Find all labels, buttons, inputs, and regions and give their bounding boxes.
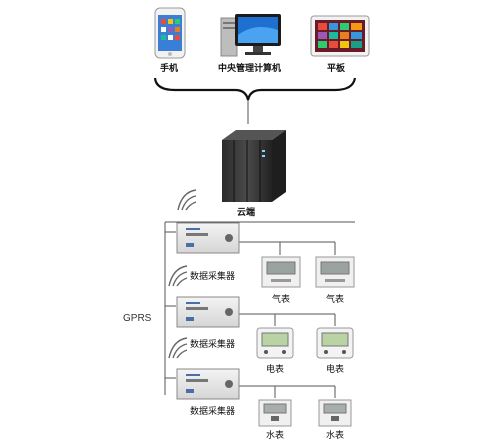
collector-label: 数据采集器 (190, 340, 236, 350)
collector-label: 数据采集器 (190, 407, 236, 417)
tablet-label: 平板 (327, 64, 346, 74)
data-collector-device (176, 296, 240, 328)
gas-meter-device (261, 256, 301, 288)
smartphone-icon (154, 7, 186, 59)
data-collector-device (176, 222, 240, 254)
tablet-icon (310, 15, 370, 57)
central-computer-label: 中央管理计算机 (218, 64, 282, 74)
electric-meter-label: 电表 (326, 365, 345, 375)
server-rack-icon (222, 130, 286, 202)
gprs-label: GPRS (123, 313, 152, 324)
wireless-signal-icon (177, 189, 197, 211)
gas-meter-label: 气表 (326, 295, 345, 305)
desktop-computer-icon (220, 14, 281, 57)
electric-meter-label: 电表 (266, 365, 285, 375)
electric-meter-device (316, 327, 354, 359)
gas-meter-label: 气表 (272, 295, 291, 305)
gas-meter-device (315, 256, 355, 288)
collector-label: 数据采集器 (190, 272, 236, 282)
wireless-signal-icon (168, 337, 188, 359)
electric-meter-device (256, 327, 294, 359)
cloud-label: 云端 (237, 208, 256, 218)
grouping-brace (153, 77, 357, 101)
water-meter-device (258, 399, 292, 427)
data-collector-device (176, 368, 240, 400)
network-lines (164, 221, 355, 398)
water-meter-label: 水表 (326, 431, 345, 441)
phone-label: 手机 (160, 64, 179, 74)
wireless-signal-icon (168, 265, 188, 287)
water-meter-label: 水表 (266, 431, 285, 441)
water-meter-device (318, 399, 352, 427)
